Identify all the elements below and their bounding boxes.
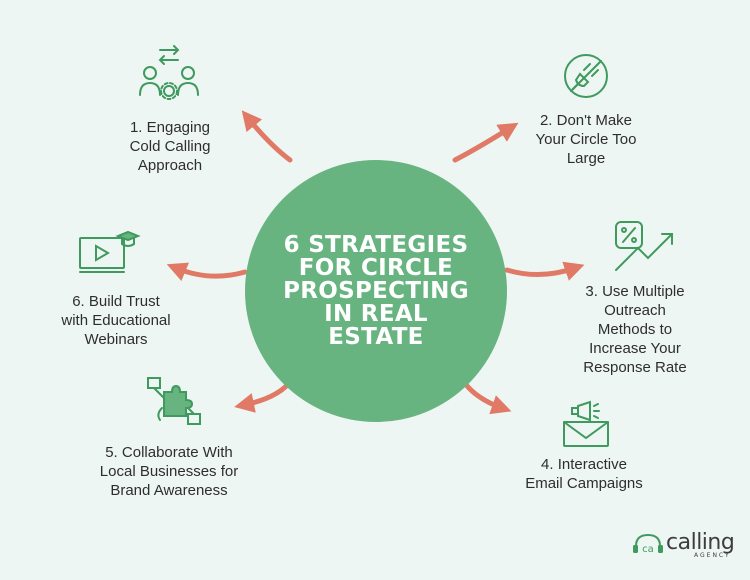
puzzle-hands-icon xyxy=(142,374,206,430)
svg-text:ca: ca xyxy=(642,544,654,555)
strategy-5-label: 5. Collaborate With Local Businesses for… xyxy=(99,444,239,499)
strategy-4-label: 4. Interactive Email Campaigns xyxy=(525,456,643,492)
email-megaphone-icon xyxy=(560,400,616,450)
no-plug-icon xyxy=(562,52,610,100)
arrow-3 xyxy=(504,261,585,281)
arrow-2 xyxy=(452,122,519,163)
logo-wordmark: calling xyxy=(666,530,735,555)
team-exchange-icon xyxy=(138,45,200,101)
headset-logo-icon: ca xyxy=(633,533,663,555)
webinar-icon xyxy=(76,228,142,280)
strategy-6-label: 6. Build Trust with Educational Webinars xyxy=(61,293,171,348)
percent-growth-icon xyxy=(612,218,680,274)
center-circle: 6 STRATEGIES FOR CIRCLE PROSPECTING IN R… xyxy=(245,160,507,422)
calling-agency-logo: ca calling AGENCY xyxy=(632,530,735,562)
logo-subtitle: AGENCY xyxy=(694,552,731,559)
arrow-1 xyxy=(241,110,293,163)
strategy-3-label: 3. Use Multiple Outreach Methods to Incr… xyxy=(583,283,687,376)
strategy-1-label: 1. Engaging Cold Calling Approach xyxy=(129,119,211,174)
arrow-6 xyxy=(166,262,248,282)
center-title: 6 STRATEGIES FOR CIRCLE PROSPECTING IN R… xyxy=(283,231,469,350)
strategy-2-label: 2. Don't Make Your Circle Too Large xyxy=(535,112,637,167)
